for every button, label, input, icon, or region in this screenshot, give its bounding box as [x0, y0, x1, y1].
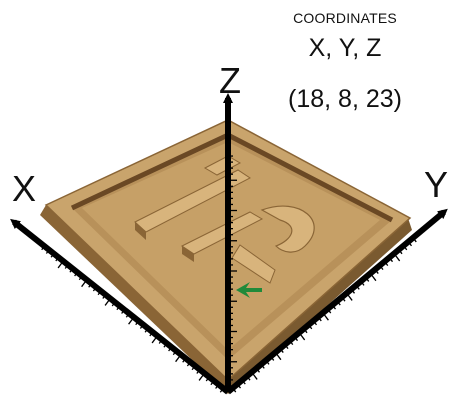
- y-axis-tick: [336, 300, 341, 306]
- z-axis-label: Z: [219, 60, 241, 101]
- y-axis-tick: [407, 241, 413, 247]
- x-axis-tick: [125, 312, 130, 318]
- y-axis-tick: [293, 336, 299, 342]
- x-axis-tick: [64, 264, 69, 269]
- y-axis-tick: [289, 340, 294, 346]
- x-axis-tick: [88, 282, 93, 288]
- x-axis-tick: [57, 260, 65, 269]
- y-axis-tick: [255, 367, 261, 373]
- coordinates-axes-label: X, Y, Z: [308, 34, 382, 62]
- x-axis-tick: [41, 245, 46, 251]
- x-axis-tick: [78, 275, 83, 281]
- x-axis-tick: [210, 380, 215, 386]
- y-axis-tick: [412, 237, 417, 243]
- x-axis-tick: [116, 305, 121, 311]
- y-axis-tick: [232, 387, 237, 393]
- green-arrow-icon: [236, 282, 262, 298]
- x-axis-tick: [191, 365, 196, 371]
- y-axis-tick: [246, 375, 251, 381]
- x-axis-tick: [128, 316, 135, 325]
- y-axis-label: Y: [423, 164, 448, 205]
- x-axis-label: X: [11, 168, 36, 209]
- x-axis-tick: [74, 271, 79, 277]
- x-axis-tick: [149, 331, 154, 337]
- y-axis: [226, 208, 448, 395]
- x-axis-tick: [163, 342, 168, 348]
- y-axis-tick: [341, 296, 346, 302]
- letter-bar-long-side: [135, 222, 146, 240]
- y-axis-tick: [298, 332, 306, 341]
- y-axis-tick: [270, 356, 275, 361]
- y-axis-tick: [279, 348, 284, 353]
- x-axis-tick: [198, 372, 206, 381]
- y-axis-tick: [308, 324, 313, 330]
- x-axis-tick: [111, 301, 116, 307]
- y-axis-tick: [403, 245, 408, 251]
- letter-bowl: [260, 205, 315, 253]
- y-axis-tick: [265, 360, 270, 365]
- y-axis-tick: [355, 284, 360, 290]
- y-axis-tick: [331, 304, 337, 310]
- x-axis-tick: [50, 252, 55, 258]
- x-axis-tick: [158, 339, 163, 344]
- y-axis-tick: [317, 316, 322, 322]
- x-axis-tick: [135, 320, 140, 326]
- x-axis-tick: [81, 279, 88, 288]
- y-axis-tick: [312, 320, 318, 326]
- x-axis-tick: [168, 346, 173, 352]
- y-axis-tick: [365, 277, 370, 282]
- x-axis-tick: [205, 376, 210, 382]
- x-axis-tick: [55, 256, 60, 262]
- y-axis-tick: [260, 363, 265, 369]
- y-axis-tick: [388, 257, 394, 263]
- coordinate-axes: [10, 93, 448, 395]
- coordinates-value: (18, 8, 23): [288, 85, 402, 113]
- x-axis-tick: [45, 249, 50, 254]
- letter-top-block: [203, 155, 242, 176]
- y-axis-tick: [327, 308, 332, 314]
- y-axis-tick: [374, 269, 379, 274]
- x-axis-tick: [69, 267, 74, 273]
- x-axis-tick: [182, 357, 187, 363]
- x-axis-tick: [97, 290, 102, 296]
- y-axis-tick: [398, 249, 403, 255]
- x-axis-tick: [92, 286, 97, 292]
- axis-ticks: [41, 155, 417, 393]
- y-axis-tick: [360, 281, 365, 286]
- x-axis-tick: [121, 309, 126, 314]
- x-axis-tick: [151, 335, 159, 344]
- y-axis-tick: [350, 288, 356, 294]
- board-left-side: [40, 205, 228, 394]
- letter-stem: [231, 244, 276, 284]
- y-axis-tick: [236, 383, 242, 389]
- letter-bar-mid-side: [182, 246, 194, 262]
- y-axis-tick: [369, 273, 377, 282]
- y-axis-tick: [303, 328, 308, 334]
- y-axis-tick: [284, 344, 289, 349]
- y-axis-tick: [393, 253, 401, 262]
- x-axis-tick: [139, 324, 144, 329]
- x-axis-tick: [186, 361, 191, 367]
- x-axis-tick: [102, 294, 107, 299]
- y-axis-tick: [274, 352, 282, 361]
- x-axis-tick: [175, 354, 182, 363]
- y-axis-tick: [379, 265, 384, 270]
- x-axis-tick: [219, 387, 224, 393]
- y-axis-tick: [384, 261, 389, 267]
- x-axis-tick: [172, 350, 177, 356]
- x-axis: [10, 218, 230, 395]
- x-axis-tick: [196, 369, 201, 374]
- x-axis-tick: [215, 384, 220, 389]
- x-axis-tick: [104, 297, 112, 306]
- y-axis-tick: [251, 371, 258, 380]
- x-axis-tick: [144, 327, 149, 333]
- y-axis-tick: [346, 292, 353, 301]
- coordinates-heading: COORDINATES: [293, 10, 397, 26]
- y-axis-tick: [322, 312, 329, 321]
- y-axis-tick: [241, 379, 246, 385]
